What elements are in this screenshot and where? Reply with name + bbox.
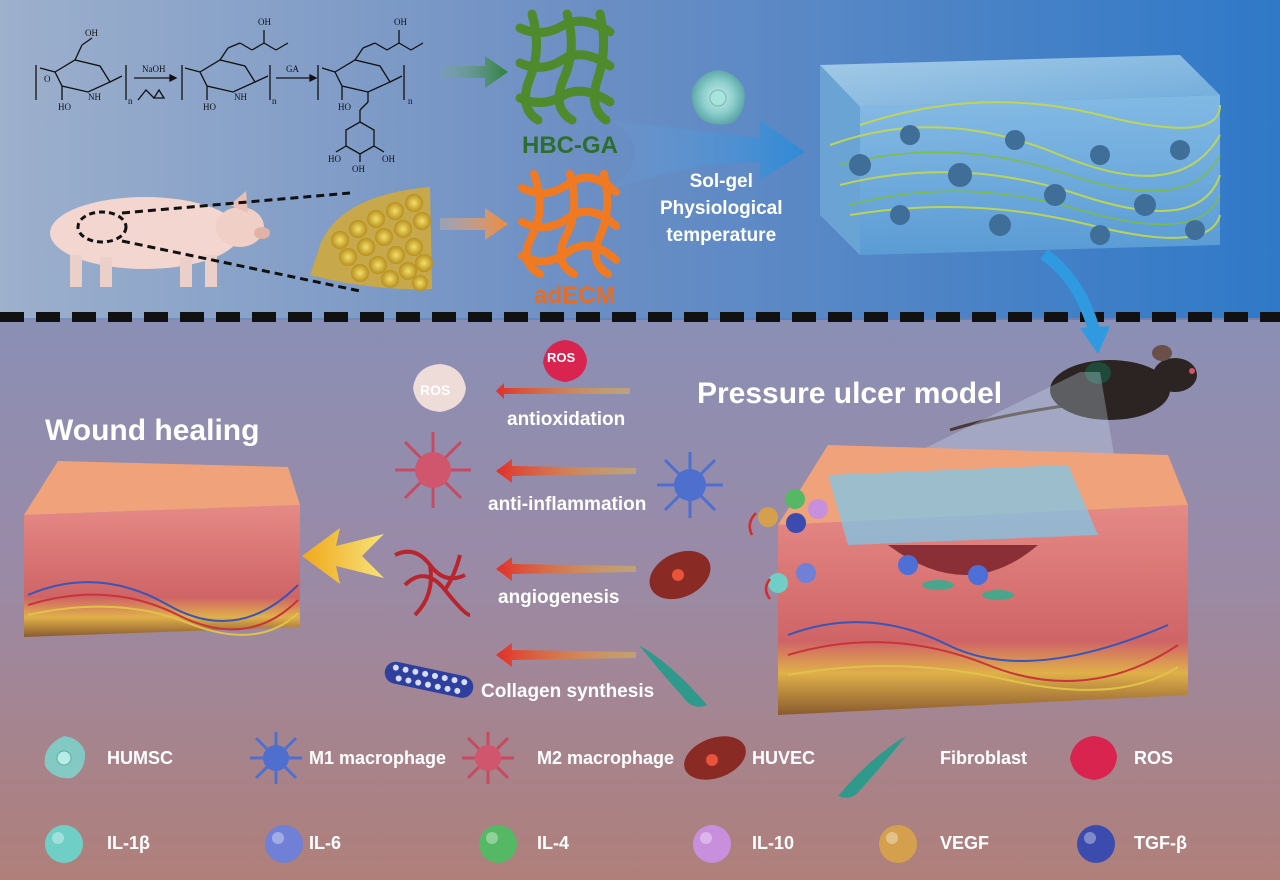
il1b-sphere-icon [45,825,83,863]
pressure-ulcer-model-title: Pressure ulcer model [697,377,1003,410]
svg-text:O: O [44,74,51,84]
mechanism-angiogenesis: angiogenesis [498,587,620,608]
svg-text:n: n [272,96,277,106]
legend-fibroblast-label: Fibroblast [940,748,1028,768]
ros-pale-icon [413,364,466,412]
section-divider [0,312,1280,322]
m2-macrophage-icon [462,732,514,784]
il10-sphere-icon [693,825,731,863]
mouse-image [949,345,1197,432]
ros-red-icon [543,340,587,382]
arrow-to-mouse [1040,249,1110,354]
sol-gel-line1: Sol-gel [689,171,753,192]
legend-il10-label: IL-10 [752,833,795,853]
svg-text:HO: HO [328,154,341,164]
pig-image [50,191,270,287]
mechanism-anti-inflammation: anti-inflammation [488,494,647,515]
legend-m1-label: M1 macrophage [309,748,447,768]
legend-il4-label: IL-4 [537,833,570,853]
svg-text:NH: NH [88,92,101,102]
hbc-ga-label: HBC-GA [522,132,618,159]
legend-humsc-label: HUMSC [107,748,173,768]
legend-vegf-label: VEGF [940,833,990,853]
il6-sphere-icon [265,825,303,863]
legend-tgfb-label: TGF-β [1134,833,1187,853]
huvec-right-icon [649,550,711,600]
arrow-to-wound-healing [302,528,384,584]
ros-icon [1070,736,1117,780]
hydrogel-block-image [820,55,1221,255]
sol-gel-label: Sol-gel Physiological temperature [660,168,782,249]
fibroblast-right-icon [639,645,707,707]
legend-il1b-label: IL-1β [107,833,150,853]
svg-text:OH: OH [85,28,98,38]
m1-macrophage-icon [250,732,302,784]
adecm-network-icon [518,170,620,278]
humsc-cell-icon [691,70,745,125]
fibroblast-icon [838,736,906,798]
svg-text:GA: GA [286,64,299,74]
svg-text:OH: OH [258,17,271,27]
svg-text:HO: HO [338,102,351,112]
collagen-fiber-icon [384,661,474,698]
svg-text:n: n [128,96,133,106]
ros-pale-label: ROS [420,382,451,398]
cytokine-spheres [748,489,828,600]
mechanism-arrows [496,383,636,667]
svg-text:n: n [408,96,413,106]
svg-text:OH: OH [352,164,365,174]
sol-gel-line2: Physiological [660,198,783,219]
hbc-ga-network-icon [515,9,615,125]
huvec-icon [684,736,746,780]
legend-ros-label: ROS [1134,748,1174,768]
m1-macrophage-right-icon [657,452,723,518]
legend-huvec-label: HUVEC [752,748,816,768]
svg-text:NaOH: NaOH [142,64,166,74]
tgfb-sphere-icon [1077,825,1115,863]
healed-skin-block [24,461,300,637]
humsc-icon [44,736,86,779]
wound-healing-title: Wound healing [45,414,260,447]
adipose-tissue-image [310,187,433,291]
arrow-to-adecm [440,208,508,240]
il4-sphere-icon [479,825,517,863]
svg-text:HO: HO [203,102,216,112]
svg-text:NH: NH [234,92,247,102]
zoom-dashed-lines [121,191,361,293]
adecm-label: adECM [534,282,616,309]
arrow-to-hbc-ga [440,56,508,88]
mechanism-antioxidation: antioxidation [507,409,626,430]
legend-il6-label: IL-6 [309,833,342,853]
mechanism-collagen-synthesis: Collagen synthesis [481,681,655,702]
sol-gel-line3: temperature [666,225,777,246]
ros-red-label: ROS [547,350,576,365]
svg-text:OH: OH [394,17,407,27]
svg-text:OH: OH [382,154,395,164]
chemical-reaction-scheme: OH O HO NH n NaOH OH HO NH n GA OH HO n … [35,17,424,174]
svg-text:HO: HO [58,102,71,112]
legend-m2-label: M2 macrophage [537,748,675,768]
pressure-ulcer-skin-block [778,445,1188,715]
m2-macrophage-center-icon [395,432,471,508]
blood-vessel-icon [394,549,471,617]
vegf-sphere-icon [879,825,917,863]
big-arrow-to-hydrogel [610,120,805,190]
